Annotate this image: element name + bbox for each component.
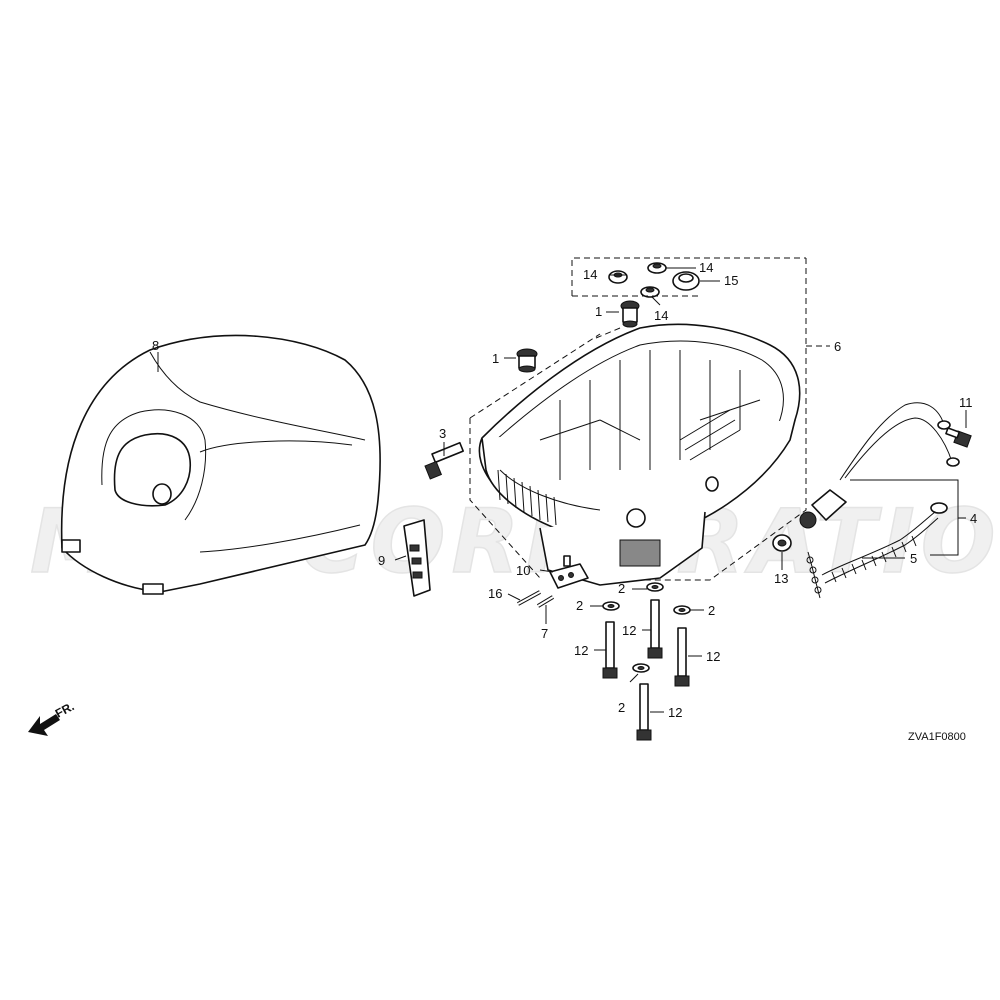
bolt-3-illustration <box>424 441 464 480</box>
washer-2-a-illustration <box>602 601 620 611</box>
label-11[interactable]: 11 <box>959 395 973 410</box>
label-12-b[interactable]: 12 <box>622 623 636 638</box>
label-5[interactable]: 5 <box>910 551 917 566</box>
label-12-d[interactable]: 12 <box>668 705 682 720</box>
cap-14-left-illustration <box>608 270 628 284</box>
lanyard-cord-5-illustration <box>806 502 948 599</box>
cap-15-illustration <box>672 271 700 291</box>
washer-2-c-illustration <box>673 605 691 615</box>
label-16[interactable]: 16 <box>488 586 502 601</box>
bolt-12-a-illustration <box>602 621 618 679</box>
label-7[interactable]: 7 <box>541 626 548 641</box>
stop-switch-4-illustration <box>799 402 960 529</box>
pin-7-illustration <box>536 595 555 608</box>
label-14-left[interactable]: 14 <box>583 267 597 282</box>
cap-14-middle-illustration <box>640 286 660 298</box>
label-1-lower[interactable]: 1 <box>492 351 499 366</box>
engine-cover-illustration <box>60 334 381 595</box>
front-direction-arrow: FR. <box>28 699 76 736</box>
seal-plate-illustration <box>403 519 431 597</box>
label-2-a[interactable]: 2 <box>576 598 583 613</box>
lower-cover-tray-illustration <box>478 323 801 586</box>
label-3[interactable]: 3 <box>439 426 446 441</box>
washer-2-d-illustration <box>632 663 650 673</box>
grommet-1-lower-illustration <box>516 348 538 373</box>
bolt-12-c-illustration <box>674 627 690 687</box>
diagram-code: ZVA1F0800 <box>908 731 966 743</box>
washer-2-b-illustration <box>646 582 664 592</box>
label-12-a[interactable]: 12 <box>574 643 588 658</box>
leader-lines <box>157 267 967 713</box>
label-15[interactable]: 15 <box>724 273 738 288</box>
label-2-d[interactable]: 2 <box>618 700 625 715</box>
bolt-12-b-illustration <box>647 599 663 659</box>
bolt-11-illustration <box>945 427 972 448</box>
callout-labels: 8 9 3 1 1 14 14 14 15 6 11 4 5 13 10 16 … <box>152 260 977 720</box>
group-bracket-lines <box>469 257 807 581</box>
label-4[interactable]: 4 <box>970 511 977 526</box>
block-10-illustration <box>549 555 589 589</box>
label-13[interactable]: 13 <box>774 571 788 586</box>
grommet-1-upper-illustration <box>620 300 640 328</box>
label-10[interactable]: 10 <box>516 563 530 578</box>
label-1-upper[interactable]: 1 <box>595 304 602 319</box>
vent-ribs <box>497 469 557 526</box>
label-8[interactable]: 8 <box>152 338 159 353</box>
nut-13-illustration <box>772 534 792 552</box>
label-14-top[interactable]: 14 <box>699 260 713 275</box>
bolt-12-d-illustration <box>636 683 652 741</box>
cap-14-top-illustration <box>647 262 667 274</box>
label-6[interactable]: 6 <box>834 339 841 354</box>
label-14-middle[interactable]: 14 <box>654 308 668 323</box>
label-2-b[interactable]: 2 <box>618 581 625 596</box>
pin-16-illustration <box>517 590 541 606</box>
label-12-c[interactable]: 12 <box>706 649 720 664</box>
label-9[interactable]: 9 <box>378 553 385 568</box>
label-2-c[interactable]: 2 <box>708 603 715 618</box>
